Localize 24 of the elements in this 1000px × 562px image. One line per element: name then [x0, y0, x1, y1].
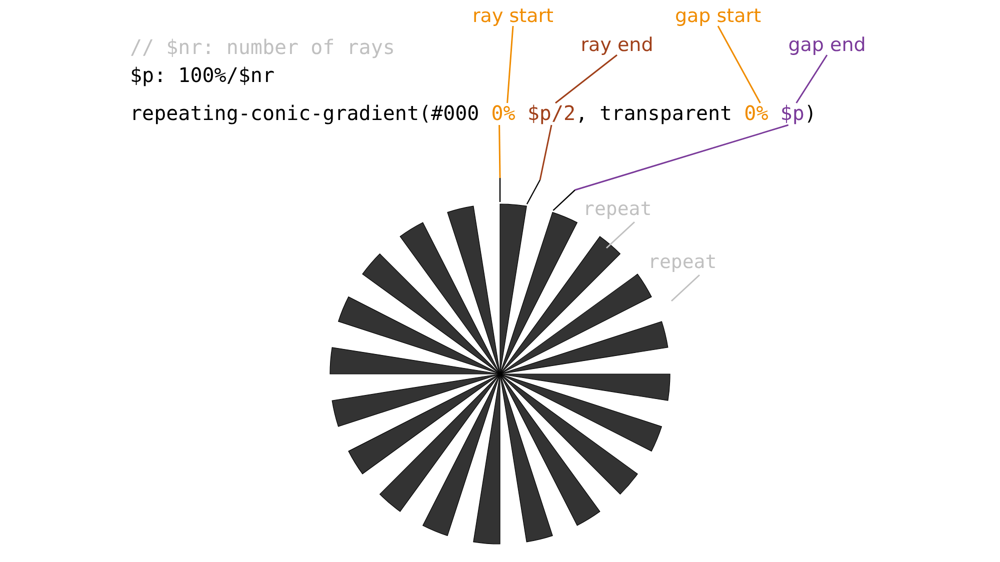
code-token: $p [780, 101, 804, 125]
code-text: // $nr: number of rays [130, 35, 395, 59]
leader-line [670, 274, 700, 302]
callout-label: repeat [648, 251, 717, 273]
code-text: , transparent [576, 101, 732, 125]
leader-line [498, 124, 501, 202]
callout-label: repeat [583, 198, 652, 220]
code-text: $p: 100%/$nr [130, 63, 274, 87]
leader-line [506, 26, 514, 104]
leader-line [555, 54, 618, 104]
leader-line [552, 124, 789, 211]
code-token: 0% [491, 101, 516, 125]
code-text: repeating-conic-gradient(#000 [130, 101, 480, 125]
leader-line [796, 54, 828, 104]
callout-label: ray end [580, 34, 654, 56]
callout-label: gap start [674, 5, 762, 27]
leader-line [717, 26, 761, 104]
callout-label: ray start [472, 5, 554, 27]
leader-line [526, 124, 552, 204]
callout-label: gap end [788, 34, 866, 56]
code-token: $p/2 [527, 101, 576, 125]
leader-line [606, 221, 635, 249]
code-token: 0% [744, 101, 768, 125]
code-text: ) [804, 101, 816, 125]
